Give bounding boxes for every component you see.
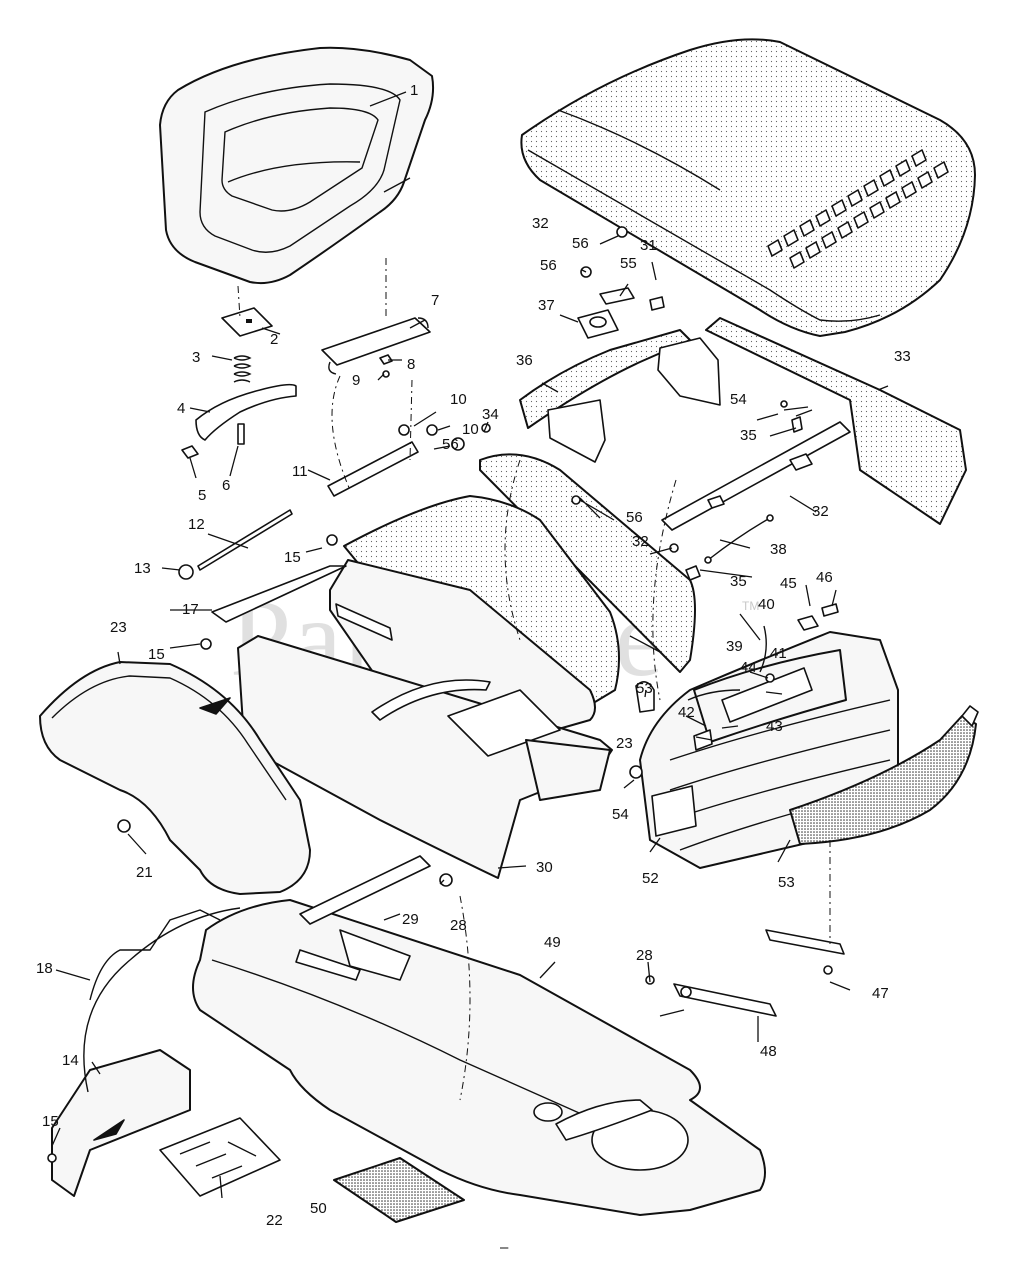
callout-15a: 15 bbox=[284, 549, 301, 566]
callout-41: 41 bbox=[770, 645, 787, 662]
footer-mark: – bbox=[500, 1239, 509, 1256]
callout-1: 1 bbox=[410, 82, 418, 99]
front-grille-parts bbox=[629, 603, 979, 869]
callout-38: 38 bbox=[770, 541, 787, 558]
callout-15c: 15 bbox=[42, 1113, 59, 1130]
callout-5: 5 bbox=[198, 487, 206, 504]
callout-10b: 10 bbox=[462, 421, 479, 438]
callout-35a: 35 bbox=[740, 427, 757, 444]
seat-hardware bbox=[178, 258, 438, 580]
callout-32-bolt: 32 bbox=[632, 533, 649, 550]
callout-6: 6 bbox=[222, 477, 230, 494]
leader-lines bbox=[51, 91, 889, 1199]
fender-body-parts bbox=[39, 495, 620, 895]
callout-32-support: 32 bbox=[812, 503, 829, 520]
callout-9: 9 bbox=[352, 372, 360, 389]
reference-lines bbox=[459, 459, 831, 1101]
callout-34: 34 bbox=[482, 406, 499, 423]
callout-56a: 56 bbox=[572, 235, 589, 252]
callout-39: 39 bbox=[726, 638, 743, 655]
callout-48: 48 bbox=[760, 1043, 777, 1060]
callout-56b: 56 bbox=[540, 257, 557, 274]
callout-53a: 53 bbox=[636, 680, 653, 697]
callout-56c: 56 bbox=[442, 436, 459, 453]
callout-22: 22 bbox=[266, 1212, 283, 1229]
callout-18: 18 bbox=[36, 960, 53, 977]
callout-50: 50 bbox=[310, 1200, 327, 1217]
callout-36: 36 bbox=[516, 352, 533, 369]
frame-parts bbox=[47, 855, 845, 1223]
callout-46: 46 bbox=[816, 569, 833, 586]
callout-56d: 56 bbox=[626, 509, 643, 526]
callout-49: 49 bbox=[544, 934, 561, 951]
callout-23b: 23 bbox=[616, 735, 633, 752]
callout-12: 12 bbox=[188, 516, 205, 533]
callout-15b: 15 bbox=[148, 646, 165, 663]
callout-28b: 28 bbox=[636, 947, 653, 964]
callout-23a: 23 bbox=[110, 619, 127, 636]
callout-42: 42 bbox=[678, 704, 695, 721]
callout-35b: 35 bbox=[730, 573, 747, 590]
callout-45: 45 bbox=[780, 575, 797, 592]
callout-3: 3 bbox=[192, 349, 200, 366]
callout-55: 55 bbox=[620, 255, 637, 272]
callout-29: 29 bbox=[402, 911, 419, 928]
callout-40: 40 bbox=[758, 596, 775, 613]
callout-17: 17 bbox=[182, 601, 199, 618]
callout-30: 30 bbox=[536, 859, 553, 876]
callout-14: 14 bbox=[62, 1052, 79, 1069]
hood-vents bbox=[767, 149, 949, 269]
callout-54b: 54 bbox=[612, 806, 629, 823]
callout-labels: 1 2 3 4 5 6 7 8 9 10 10 11 12 13 14 15 1… bbox=[36, 82, 911, 1256]
callout-10a: 10 bbox=[450, 391, 467, 408]
callout-31: 31 bbox=[640, 237, 657, 254]
callout-33: 33 bbox=[894, 348, 911, 365]
side-panel-parts bbox=[661, 317, 967, 581]
callout-54a: 54 bbox=[730, 391, 747, 408]
callout-47: 47 bbox=[872, 985, 889, 1002]
seat-part bbox=[159, 46, 435, 285]
callout-21: 21 bbox=[136, 864, 153, 881]
callout-43: 43 bbox=[766, 718, 783, 735]
callout-4: 4 bbox=[177, 400, 185, 417]
callout-8: 8 bbox=[407, 356, 415, 373]
callout-13: 13 bbox=[134, 560, 151, 577]
dash-console-parts bbox=[451, 226, 721, 673]
callout-2: 2 bbox=[270, 331, 278, 348]
callout-11: 11 bbox=[292, 463, 308, 480]
callout-28a: 28 bbox=[450, 917, 467, 934]
watermark-trademark: TM bbox=[742, 599, 759, 613]
callout-7: 7 bbox=[431, 292, 439, 309]
callout-53b: 53 bbox=[778, 874, 795, 891]
callout-52: 52 bbox=[642, 870, 659, 887]
callout-44: 44 bbox=[740, 659, 757, 676]
callout-37: 37 bbox=[538, 297, 555, 314]
callout-32-hood: 32 bbox=[532, 215, 549, 232]
hood-part bbox=[520, 38, 976, 337]
